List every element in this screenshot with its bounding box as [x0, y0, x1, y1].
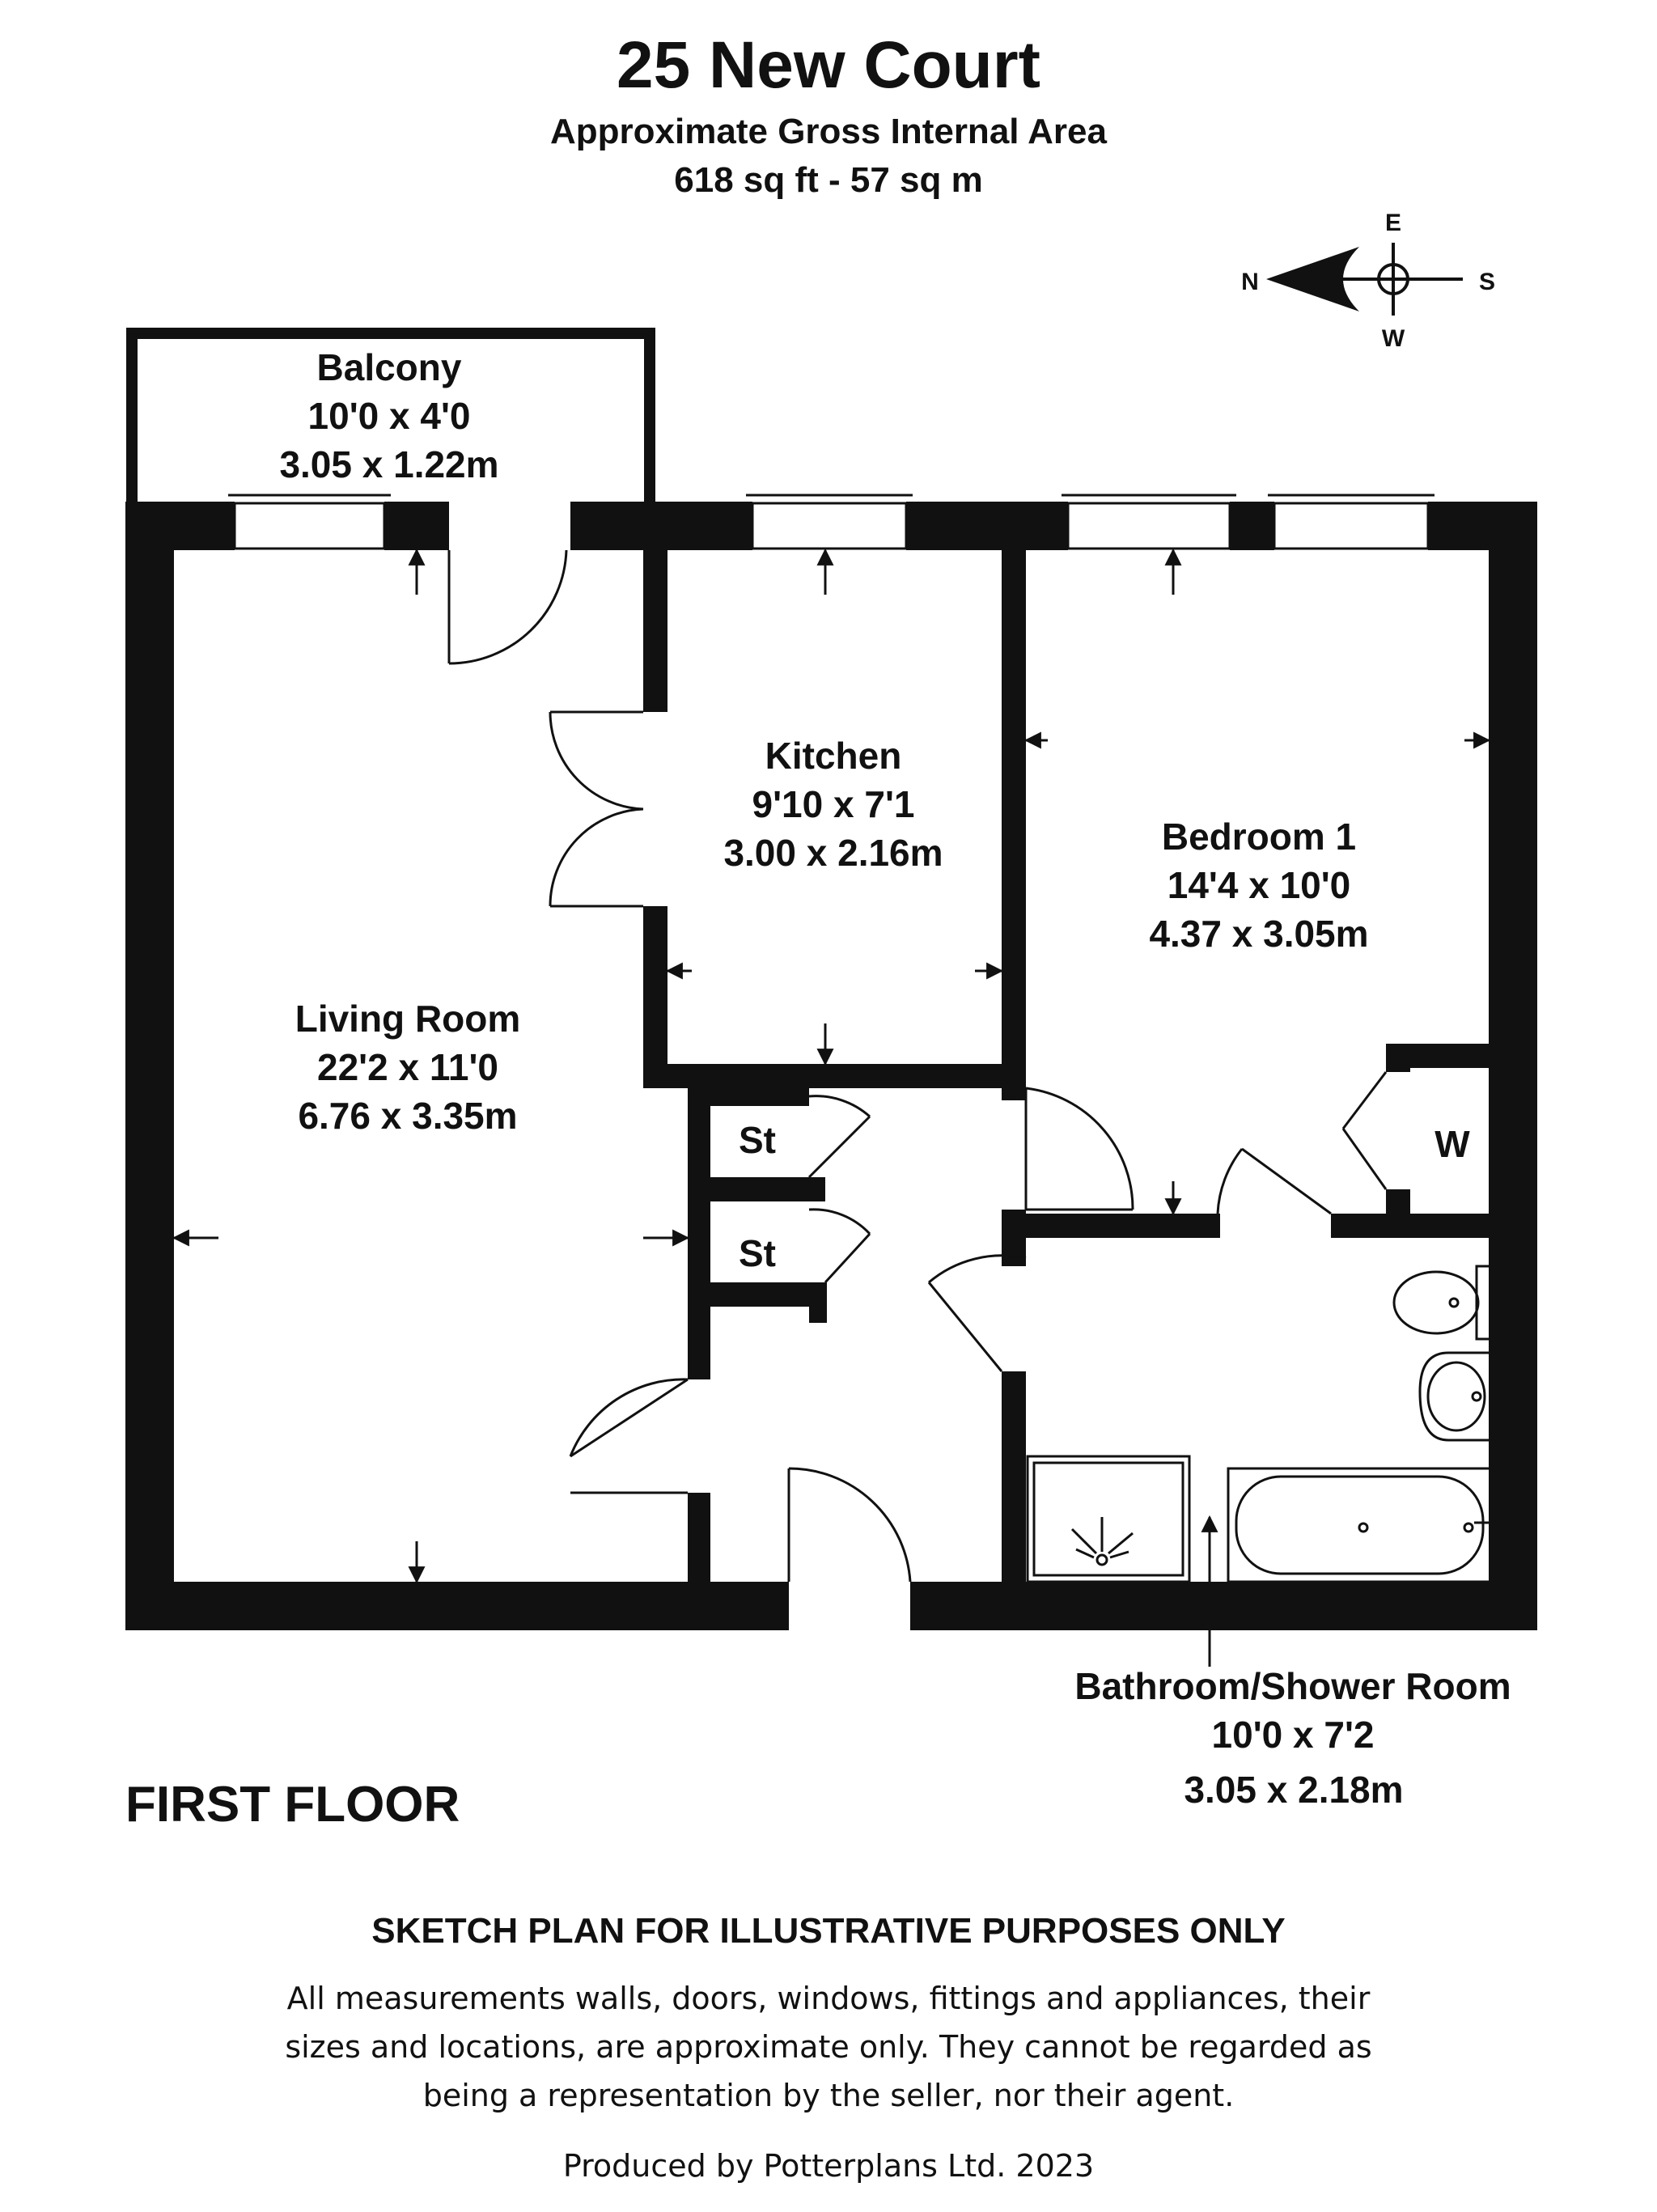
- floor-plan: N E S W: [125, 210, 1537, 1756]
- balcony-name: Balcony: [317, 346, 462, 388]
- north-arrow-icon: [1266, 247, 1359, 311]
- balcony-imperial: 10'0 x 4'0: [308, 395, 471, 437]
- kitchen-imperial: 9'10 x 7'1: [752, 783, 915, 825]
- compass-n: N: [1241, 269, 1259, 295]
- store-label-2: St: [739, 1232, 776, 1274]
- compass-icon: N E S W: [1241, 210, 1495, 352]
- bedroom-name: Bedroom 1: [1162, 816, 1356, 858]
- plan-title: 25 New Court: [617, 28, 1040, 102]
- living-room-imperial: 22'2 x 11'0: [317, 1046, 498, 1088]
- area-caption: Approximate Gross Internal Area: [550, 112, 1107, 151]
- kitchen-metric: 3.00 x 2.16m: [723, 832, 943, 874]
- compass-e: E: [1385, 210, 1401, 236]
- bathroom-name: Bathroom/Shower Room: [1074, 1665, 1511, 1707]
- bathroom-fixtures: [1026, 1265, 1493, 1583]
- windows: [228, 494, 1435, 550]
- basin-icon: [1418, 1351, 1491, 1442]
- internal-walls: [643, 550, 1537, 1582]
- store-label-1: St: [739, 1119, 776, 1161]
- balcony-outline: [126, 328, 655, 502]
- living-room-metric: 6.76 x 3.35m: [298, 1095, 517, 1137]
- bathroom-imperial: 10'0 x 7'2: [1212, 1714, 1375, 1756]
- balcony-metric: 3.05 x 1.22m: [279, 443, 498, 485]
- disclaimer-line-3: being a representation by the seller, no…: [422, 2078, 1235, 2113]
- dimension-arrows: [172, 548, 1491, 1663]
- area-value: 618 sq ft - 57 sq m: [674, 160, 983, 200]
- bath-icon: [1227, 1467, 1493, 1583]
- bedroom-metric: 4.37 x 3.05m: [1149, 913, 1368, 955]
- living-room-name: Living Room: [295, 998, 521, 1040]
- floor-label: FIRST FLOOR: [125, 1777, 460, 1833]
- doors: [447, 549, 1388, 1583]
- toilet-icon: [1392, 1265, 1493, 1341]
- kitchen-name: Kitchen: [765, 735, 902, 777]
- disclaimer-line-1: All measurements walls, doors, windows, …: [286, 1981, 1371, 2016]
- compass-w: W: [1382, 325, 1405, 352]
- bathroom-metric: 3.05 x 2.18m: [1184, 1769, 1404, 1811]
- producer-credit: Produced by Potterplans Ltd. 2023: [562, 2148, 1095, 2184]
- wardrobe-label: W: [1435, 1123, 1470, 1165]
- outer-walls: [125, 502, 1537, 1630]
- shower-tray-icon: [1026, 1455, 1191, 1583]
- disclaimer-line-2: sizes and locations, are approximate onl…: [285, 2029, 1372, 2065]
- bedroom-imperial: 14'4 x 10'0: [1168, 864, 1351, 906]
- compass-s: S: [1479, 269, 1495, 295]
- disclaimer-heading: SKETCH PLAN FOR ILLUSTRATIVE PURPOSES ON…: [371, 1911, 1286, 1951]
